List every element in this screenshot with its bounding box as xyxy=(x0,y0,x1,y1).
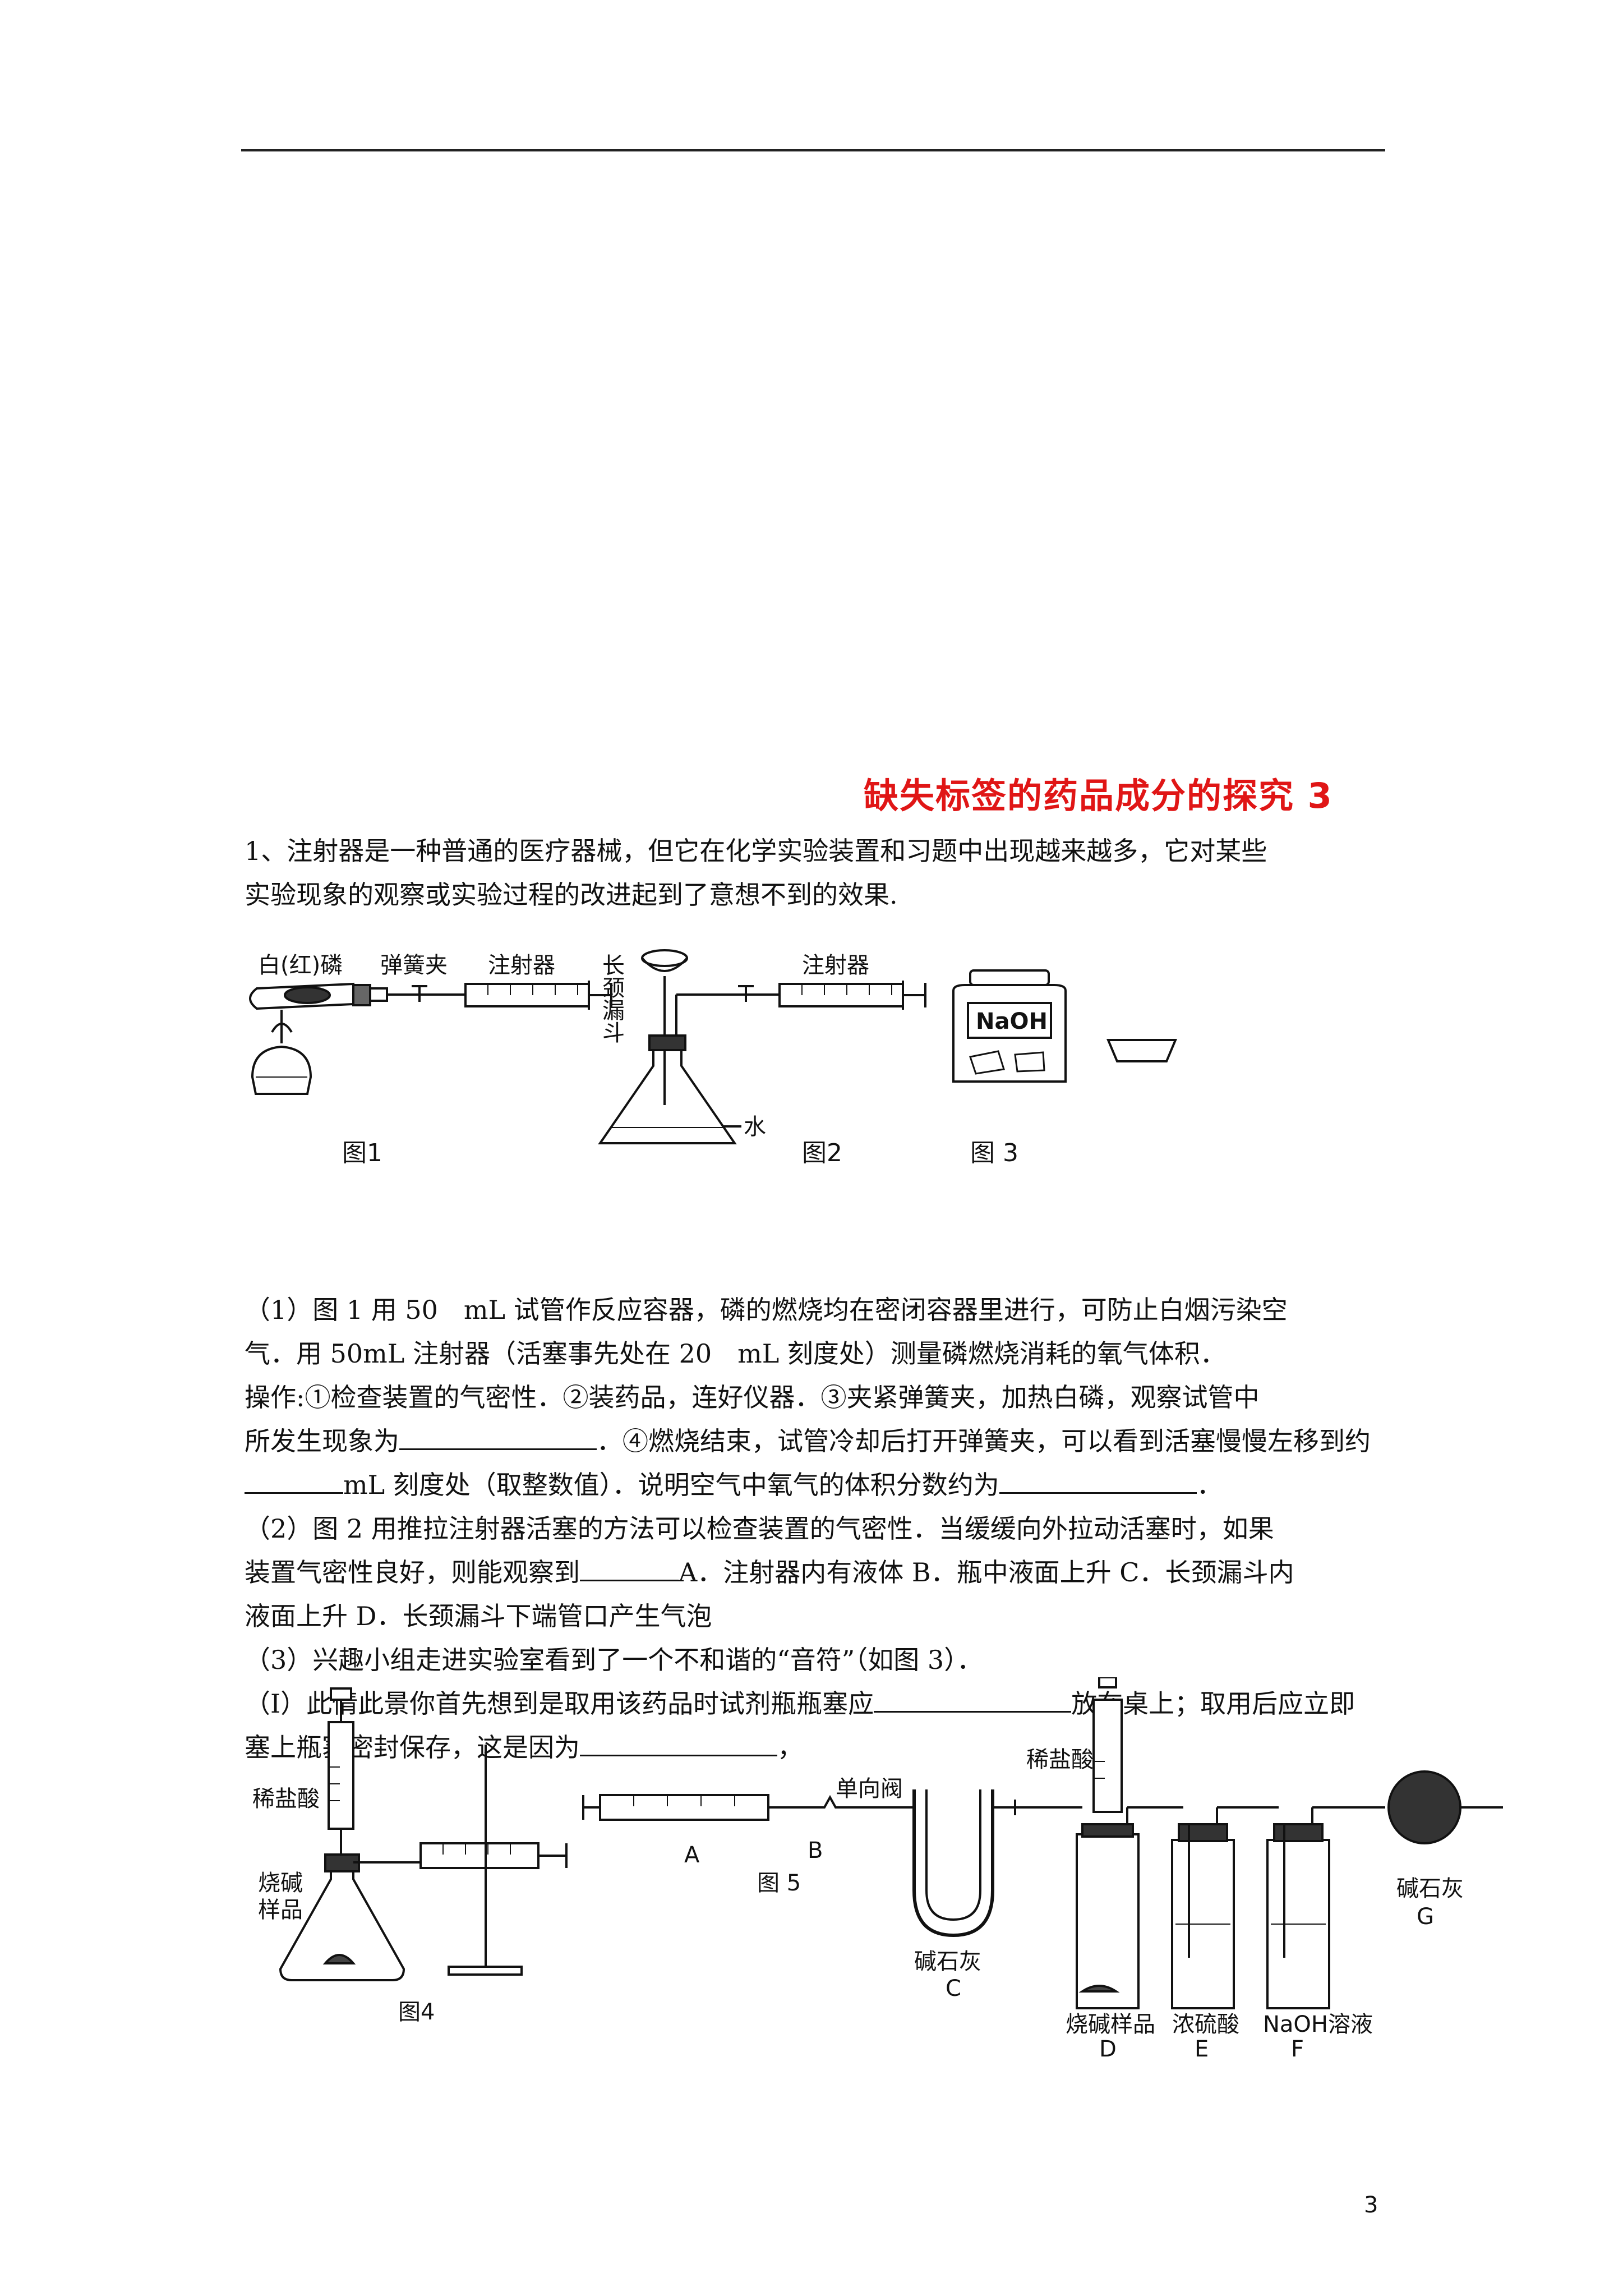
long-funnel-label: 长颈漏斗 xyxy=(598,954,624,1043)
answer-blank[interactable] xyxy=(245,1467,343,1494)
hcl-label: 稀盐酸 xyxy=(1026,1747,1094,1773)
soda-lime-label: 碱石灰 xyxy=(1396,1876,1464,1902)
sample-label: 样品 xyxy=(258,1897,303,1923)
text-fragment: 所发生现象为 xyxy=(245,1426,399,1456)
part1-line: 操作:①检查装置的气密性．②装药品，连好仪器．③夹紧弹簧夹，加热白磷，观察试管中 xyxy=(245,1382,1260,1412)
check-valve-label: 单向阀 xyxy=(836,1776,903,1802)
intro-line: 1、注射器是一种普通的医疗器械，但它在化学实验装置和习题中出现越来越多，它对某些 xyxy=(245,836,1267,866)
naoh-solution-label: NaOH溶液 xyxy=(1263,2012,1373,2037)
part3-line: 塞上瓶塞密封保存，这是因为 ， xyxy=(245,1726,1389,1769)
intro-line: 实验现象的观察或实验过程的改进起到了意想不到的效果. xyxy=(245,880,898,910)
figure-4-5: 稀盐酸 烧碱 样品 图4 A B 单向阀 图 5 碱石灰 C 稀盐酸 烧碱样品 … xyxy=(241,1676,1509,2062)
answer-blank[interactable] xyxy=(580,1730,777,1756)
answer-blank[interactable] xyxy=(874,1686,1072,1713)
caustic-label: 烧碱 xyxy=(258,1870,303,1896)
hcl-label: 稀盐酸 xyxy=(252,1786,320,1812)
part1-line: 所发生现象为 ．④燃烧结束，试管冷却后打开弹簧夹，可以看到活塞慢慢左移到约 xyxy=(245,1419,1389,1463)
page-number: 3 xyxy=(1364,2192,1378,2218)
apparatus-diagram-top: 白(红)磷 弹簧夹 注射器 长颈漏斗 注射器 水 NaOH 图1 图2 图 3 xyxy=(249,949,1178,1167)
naoh-bottle-label: NaOH xyxy=(976,1009,1048,1034)
letter-label: B xyxy=(808,1838,823,1864)
part2-line: （2）图 2 用推拉注射器活塞的方法可以检查装置的气密性．当缓缓向外拉动活塞时，… xyxy=(245,1513,1274,1544)
figure-caption: 图 5 xyxy=(757,1870,801,1896)
apparatus-diagram-bottom: 稀盐酸 烧碱 样品 图4 A B 单向阀 图 5 碱石灰 C 稀盐酸 烧碱样品 … xyxy=(252,1676,1503,2062)
answer-blank[interactable] xyxy=(580,1555,679,1581)
letter-label: F xyxy=(1291,2036,1304,2059)
answer-blank[interactable] xyxy=(999,1467,1197,1494)
part1-line: 气．用 50mL 注射器（活塞事先处在 20 mL 刻度处）测量磷燃烧消耗的氧气… xyxy=(245,1338,1226,1369)
figure-caption: 图1 xyxy=(342,1139,382,1167)
text-fragment: ．④燃烧结束，试管冷却后打开弹簧夹，可以看到活塞慢慢左移到约 xyxy=(597,1426,1371,1456)
text-fragment: A．注射器内有液体 B．瓶中液面上升 C．长颈漏斗内 xyxy=(679,1557,1294,1588)
letter-label: G xyxy=(1417,1904,1434,1930)
figure-caption: 图 3 xyxy=(970,1139,1018,1167)
text-fragment: mL 刻度处（取整数值）．说明空气中氧气的体积分数约为 xyxy=(343,1470,999,1500)
part2-line: 装置气密性良好，则能观察到 A．注射器内有液体 B．瓶中液面上升 C．长颈漏斗内 xyxy=(245,1550,1389,1594)
figure-caption: 图4 xyxy=(398,1999,435,2025)
page-title: 缺失标签的药品成分的探究 3 xyxy=(864,775,1333,816)
white-phosphorus-label: 白(红)磷 xyxy=(258,953,343,978)
letter-label: D xyxy=(1099,2036,1117,2059)
part1-line: mL 刻度处（取整数值）．说明空气中氧气的体积分数约为 ． xyxy=(245,1463,1389,1507)
soda-lime-label: 碱石灰 xyxy=(914,1949,981,1975)
syringe-label: 注射器 xyxy=(488,953,555,978)
figure-caption: 图2 xyxy=(802,1139,842,1167)
part2-line: 液面上升 D．长颈漏斗下端管口产生气泡 xyxy=(245,1601,712,1631)
figure-1-3: 白(红)磷 弹簧夹 注射器 长颈漏斗 注射器 水 NaOH 图1 图2 图 3 xyxy=(241,937,1200,1184)
water-label: 水 xyxy=(744,1114,766,1140)
syringe-label: 注射器 xyxy=(802,953,869,978)
spring-clip-label: 弹簧夹 xyxy=(380,953,448,978)
part1-line: （1）图 1 用 50 mL 试管作反应容器，磷的燃烧均在密闭容器里进行，可防止… xyxy=(245,1295,1288,1325)
text-fragment: ． xyxy=(1196,1470,1223,1500)
letter-label: E xyxy=(1195,2036,1209,2059)
header-rule xyxy=(241,149,1385,151)
letter-label: A xyxy=(684,1842,700,1868)
letter-label: C xyxy=(946,1976,961,2001)
conc-h2so4-label: 浓硫酸 xyxy=(1172,2012,1239,2037)
answer-blank[interactable] xyxy=(399,1424,597,1450)
text-fragment: 塞上瓶塞密封保存，这是因为 xyxy=(245,1732,580,1763)
question-intro: 1、注射器是一种普通的医疗器械，但它在化学实验装置和习题中出现越来越多，它对某些… xyxy=(245,829,1389,917)
text-fragment: ， xyxy=(777,1732,803,1763)
caustic-sample-label: 烧碱样品 xyxy=(1066,2012,1155,2037)
part3-line: （3）兴趣小组走进实验室看到了一个不和谐的“音符”（如图 3）． xyxy=(245,1645,983,1675)
text-fragment: 装置气密性良好，则能观察到 xyxy=(245,1557,580,1588)
